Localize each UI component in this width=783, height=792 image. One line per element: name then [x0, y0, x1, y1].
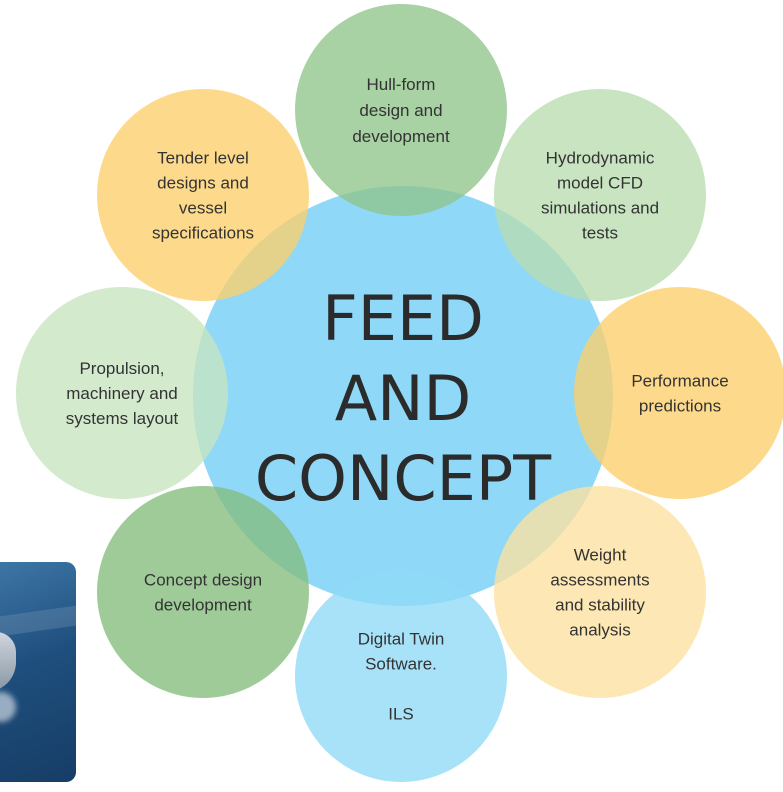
- label-weight: assessments: [550, 571, 649, 590]
- circle-concept-design: [97, 486, 309, 698]
- label-weight: and stability: [555, 596, 645, 615]
- label-hydrodynamic: model CFD: [557, 174, 643, 193]
- label-concept-design: Concept design: [144, 571, 262, 590]
- label-weight: analysis: [569, 621, 630, 640]
- center-label-line: CONCEPT: [255, 442, 552, 515]
- center-circle: [193, 186, 613, 606]
- label-hydrodynamic: Hydrodynamic: [546, 149, 655, 168]
- label-hydrodynamic: tests: [582, 224, 618, 243]
- label-concept-design: development: [154, 596, 252, 615]
- center-label-line: AND: [335, 362, 472, 435]
- label-performance: predictions: [639, 397, 721, 416]
- label-weight: Weight: [574, 546, 627, 565]
- center-label-line: FEED: [322, 282, 484, 355]
- label-digital-twin: Digital Twin: [358, 630, 445, 649]
- circle-weight: [494, 486, 706, 698]
- circle-propulsion: [16, 287, 228, 499]
- label-hull-form: design and: [359, 101, 442, 120]
- circle-hydrodynamic: [494, 89, 706, 301]
- label-digital-twin: Software.: [365, 655, 437, 674]
- label-tender: vessel: [179, 199, 227, 218]
- circle-digital-twin: [295, 570, 507, 782]
- vessel-photo: [0, 562, 76, 782]
- label-propulsion: machinery and: [66, 384, 178, 403]
- label-digital-twin: ILS: [388, 705, 414, 724]
- label-hull-form: development: [352, 127, 450, 146]
- label-performance: Performance: [631, 372, 728, 391]
- label-tender: specifications: [152, 224, 254, 243]
- circle-tender: [97, 89, 309, 301]
- circle-performance: [574, 287, 783, 499]
- label-hydrodynamic: simulations and: [541, 199, 659, 218]
- label-propulsion: systems layout: [66, 409, 179, 428]
- label-tender: designs and: [157, 174, 249, 193]
- label-propulsion: Propulsion,: [79, 359, 164, 378]
- label-tender: Tender level: [157, 149, 249, 168]
- circle-hull-form: [295, 4, 507, 216]
- label-hull-form: Hull-form: [367, 75, 436, 94]
